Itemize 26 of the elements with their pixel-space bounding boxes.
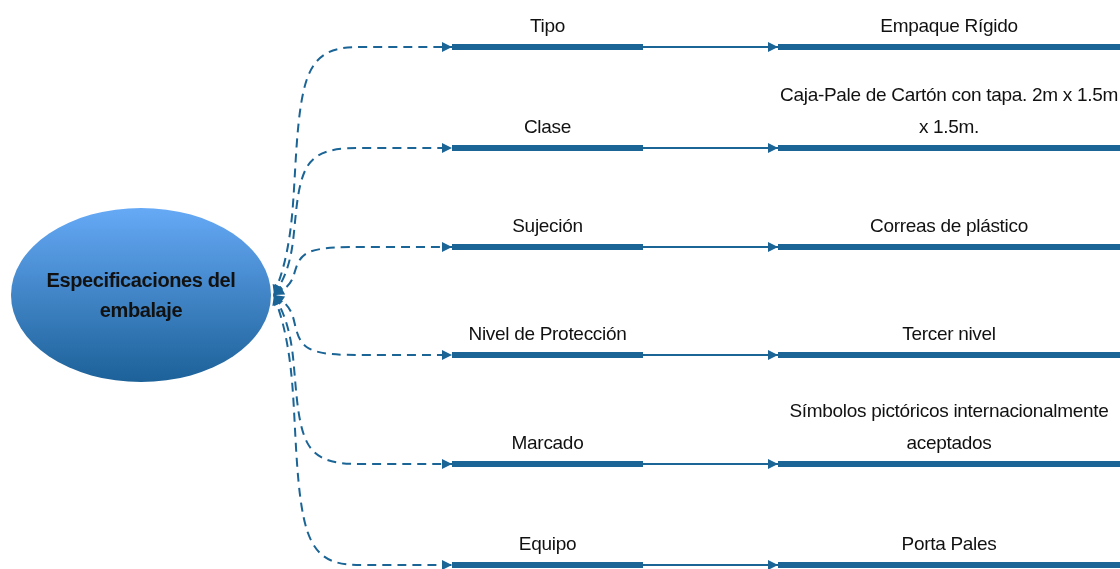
node-label: Correas de plástico [870, 214, 1028, 238]
dashed-arrow [272, 294, 453, 569]
node-label: Tercer nivel [902, 322, 996, 346]
node-label: Especificaciones del embalaje [45, 268, 237, 323]
node-label: Clase [523, 115, 572, 139]
topic-ellipse [10, 207, 272, 383]
dashed-arrow [272, 42, 453, 296]
arrow [642, 560, 779, 569]
node-label: Símbolos pictóricos internacionalmente aceptados [788, 399, 1110, 455]
node-label: Empaque Rígido [880, 14, 1018, 38]
node-label: Equipo [518, 532, 577, 556]
node-label: Caja-Pale de Cartón con tapa. 2m x 1.5m x 1.5m. [779, 83, 1119, 139]
arrow [642, 242, 779, 252]
arrow [642, 143, 779, 153]
node-label: Nivel de Protección [468, 322, 627, 346]
arrow [642, 42, 779, 52]
dashed-arrow [273, 294, 453, 360]
node-label: Tipo [529, 14, 566, 38]
dashed-arrow [273, 143, 453, 296]
dashed-arrow [273, 294, 453, 469]
node-label: Marcado [511, 431, 584, 455]
arrow [642, 459, 779, 469]
arrow [642, 350, 779, 360]
node-label: Porta Pales [901, 532, 997, 556]
dashed-arrow [273, 242, 453, 296]
node-label: Sujeción [512, 214, 583, 238]
